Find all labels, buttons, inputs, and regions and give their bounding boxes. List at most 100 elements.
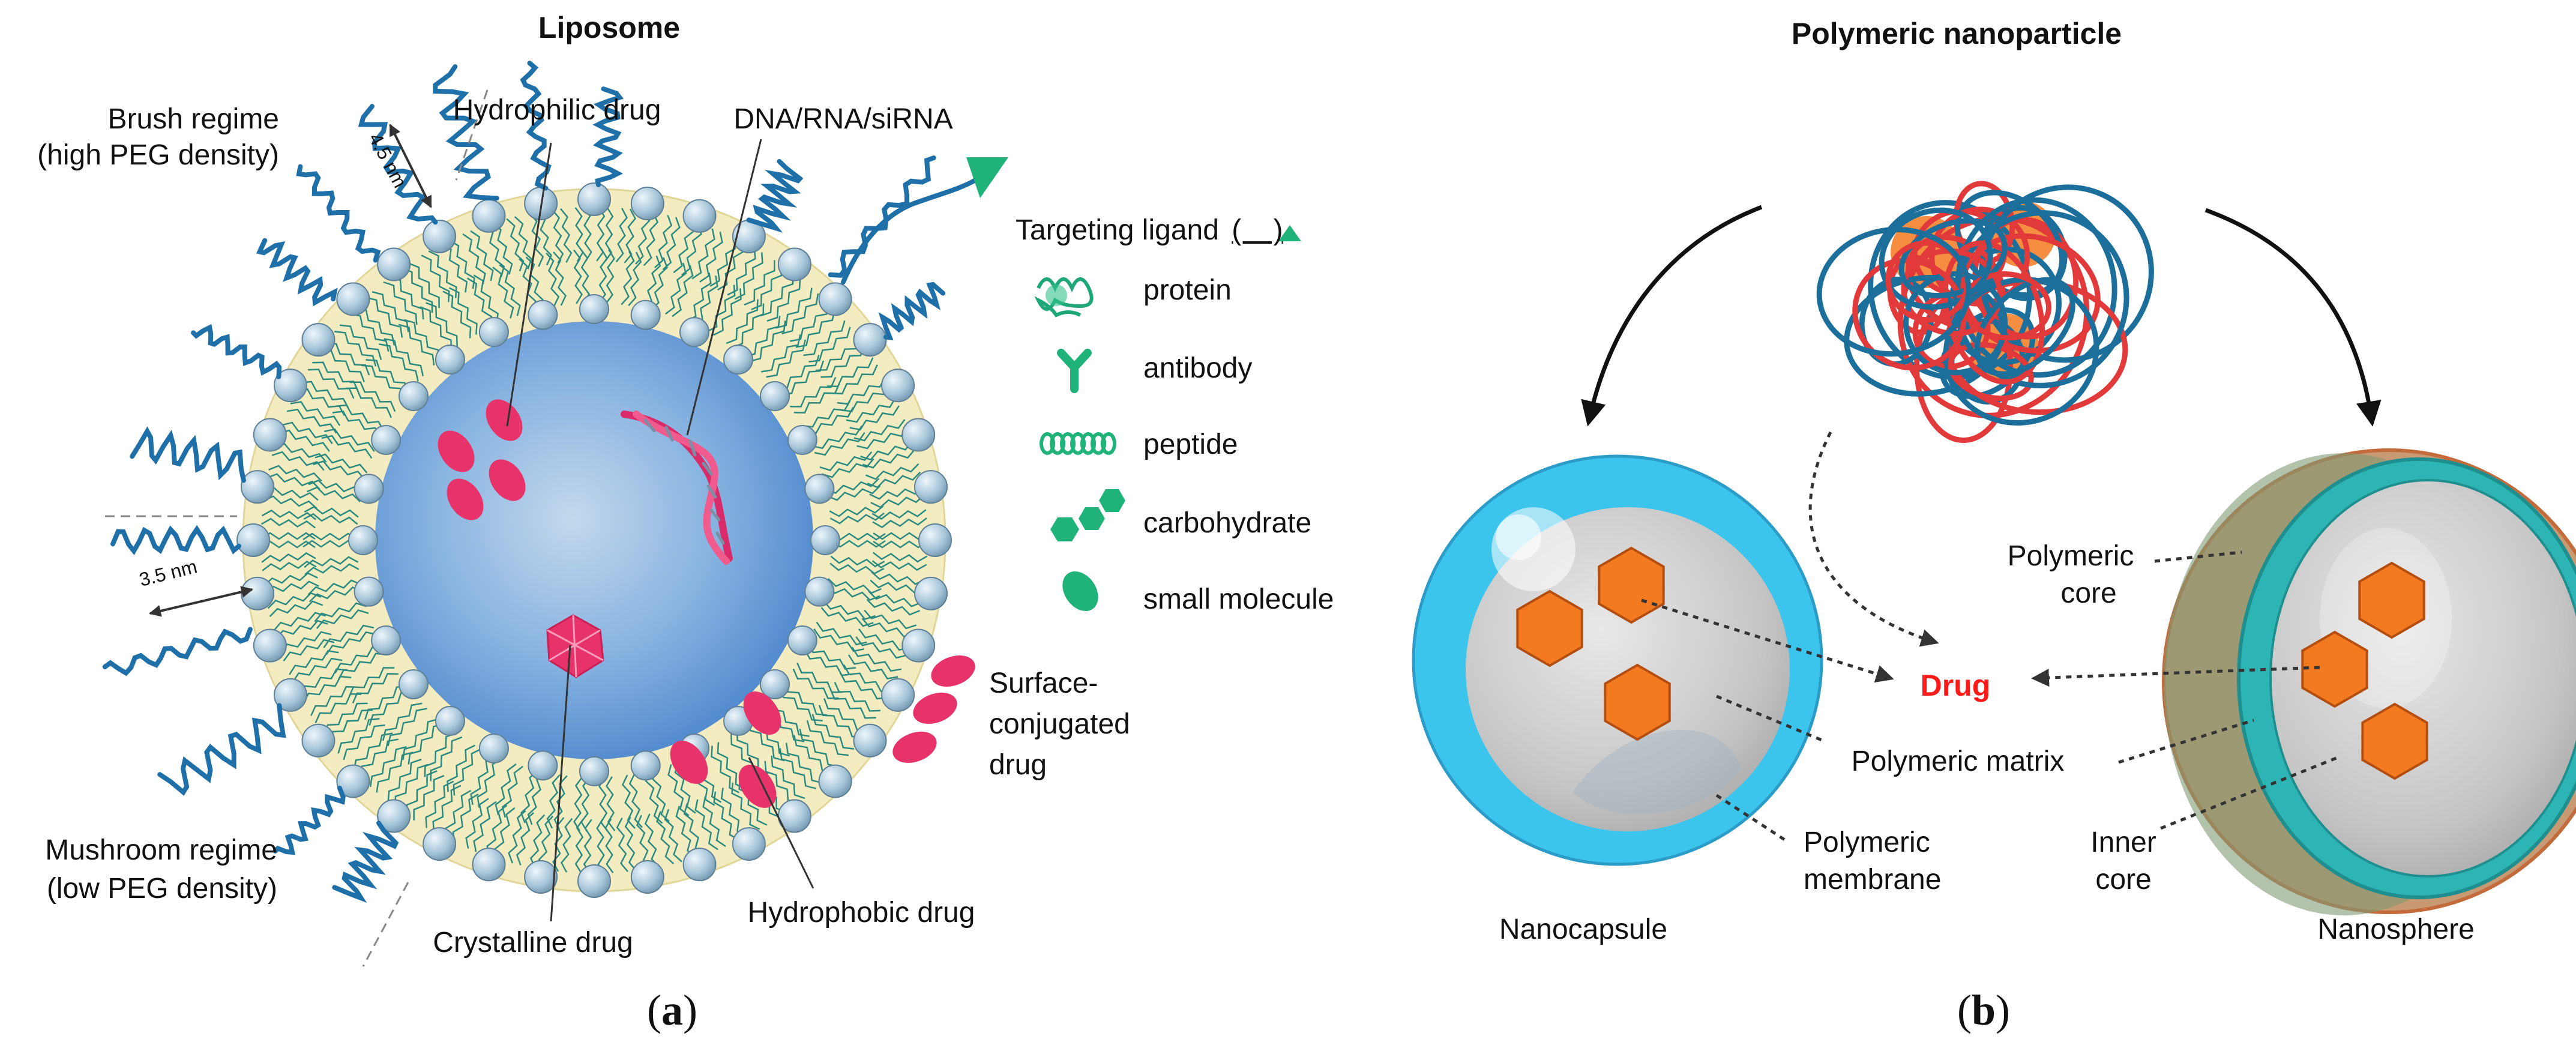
lipid-tail <box>538 816 554 870</box>
lipid-tail <box>466 277 493 328</box>
lipid-tail <box>353 732 393 771</box>
lipid-tail <box>281 421 333 444</box>
lipid-tail <box>383 281 418 325</box>
lipid-tail <box>713 791 740 841</box>
lipid-tail <box>816 621 867 646</box>
lipid-tail <box>622 774 636 830</box>
lipid-tail <box>686 273 712 323</box>
lipid-tail <box>286 408 337 434</box>
peg-chain <box>746 158 804 233</box>
drug-label: Drug <box>1920 669 1991 702</box>
lipid-tail <box>855 636 907 659</box>
lipid-tail <box>304 563 360 576</box>
encapsulated-drugs <box>1516 546 2428 780</box>
lipid-tail <box>448 287 478 335</box>
lipid-tail <box>573 249 583 304</box>
lipid-tail <box>352 673 399 704</box>
lipid-tail <box>546 252 560 307</box>
lipid-tail <box>829 512 885 525</box>
lipid-head <box>435 706 465 736</box>
legend-title: Targeting ligand ( ) <box>1016 213 1283 248</box>
lipid-tail <box>304 505 359 518</box>
lipid-tail <box>634 210 651 265</box>
lipid-tail <box>529 814 546 869</box>
nanocapsule-label: Nanocapsule <box>1499 914 1668 945</box>
lipid-tail <box>858 628 910 651</box>
lipid-tail <box>348 667 395 697</box>
lipid-tail <box>830 555 885 568</box>
lipid-tail <box>358 738 399 777</box>
lipid-tail <box>343 724 385 760</box>
polymer-strand <box>1953 210 2129 388</box>
lipid-tail <box>269 600 324 617</box>
lipid-tail <box>598 248 608 304</box>
lipid-tail <box>665 262 687 315</box>
polymer-strand <box>1816 226 1972 357</box>
lipid-head <box>354 474 384 504</box>
legend-item-small-molecule: small molecule <box>1143 583 1334 615</box>
lipid-head <box>253 418 287 452</box>
lipid-tail <box>672 265 694 318</box>
polymer-strand <box>1942 240 2045 385</box>
lipid-tail <box>694 799 718 851</box>
drug-hexagon <box>2361 702 2428 780</box>
lipid-tail <box>334 646 384 674</box>
lipid-tail <box>516 812 534 866</box>
lipid-tail <box>873 540 928 549</box>
lipid-tail <box>734 252 763 300</box>
lipid-tail <box>499 264 521 316</box>
peg-chain <box>102 627 253 676</box>
lipid-tail <box>654 215 673 268</box>
lipid-head <box>853 323 887 357</box>
lipid-tail <box>785 742 823 784</box>
lipid-tail <box>355 307 396 346</box>
lipid-tail <box>795 309 835 348</box>
lipid-tail <box>364 685 408 720</box>
lipid-tail <box>308 479 363 496</box>
lipid-tail <box>337 652 387 680</box>
lipid-tail <box>711 745 740 793</box>
lipid-head <box>853 723 887 757</box>
lipid-tail <box>302 540 358 548</box>
lipid-tail <box>307 579 362 595</box>
lipid-tail <box>851 646 902 672</box>
lipid-tail <box>869 486 924 500</box>
lipid-tail <box>826 585 880 601</box>
polymeric-membrane-label-2: membrane <box>1804 864 1942 896</box>
lipid-tail <box>862 449 916 469</box>
lipid-tail <box>799 729 839 768</box>
peg-chain <box>520 61 552 191</box>
lipid-tail <box>820 345 865 378</box>
lipid-tail <box>263 495 317 510</box>
lipid-tail <box>673 221 694 274</box>
lipid-tail <box>766 278 801 322</box>
lipid-tail <box>829 688 876 719</box>
lipid-tail <box>709 237 736 287</box>
lipid-tail <box>394 763 429 807</box>
mushroom-regime-label: Mushroom regime <box>45 834 277 866</box>
lipid-tail <box>805 406 854 435</box>
lipid-tail <box>527 771 546 825</box>
arrow-to-nanocapsule <box>1581 205 1763 427</box>
panel-b-title: Polymeric nanoparticle <box>1791 17 2122 50</box>
lipid-tail <box>811 425 863 450</box>
lipid-tail <box>384 338 424 376</box>
mushroom-density-label: (low PEG density) <box>46 873 277 905</box>
lipid-tail <box>846 397 897 423</box>
polymer-strand <box>1943 277 2099 426</box>
drug-hexagon <box>1516 589 1583 667</box>
lipid-tail <box>262 561 317 571</box>
lipid-tail <box>546 774 561 829</box>
surface-drug-label-2: conjugated <box>989 708 1130 740</box>
lipid-tail <box>430 736 463 781</box>
lipid-tails <box>260 206 928 874</box>
lipid-head <box>881 678 915 712</box>
lipid-tail <box>334 331 377 367</box>
lipid-tail <box>387 708 427 746</box>
lipid-head <box>577 182 611 216</box>
lipid-tail <box>779 687 823 721</box>
lipid-tail <box>349 381 396 412</box>
lipid-tail <box>274 443 327 463</box>
hydrophilic-drugs <box>438 399 526 520</box>
